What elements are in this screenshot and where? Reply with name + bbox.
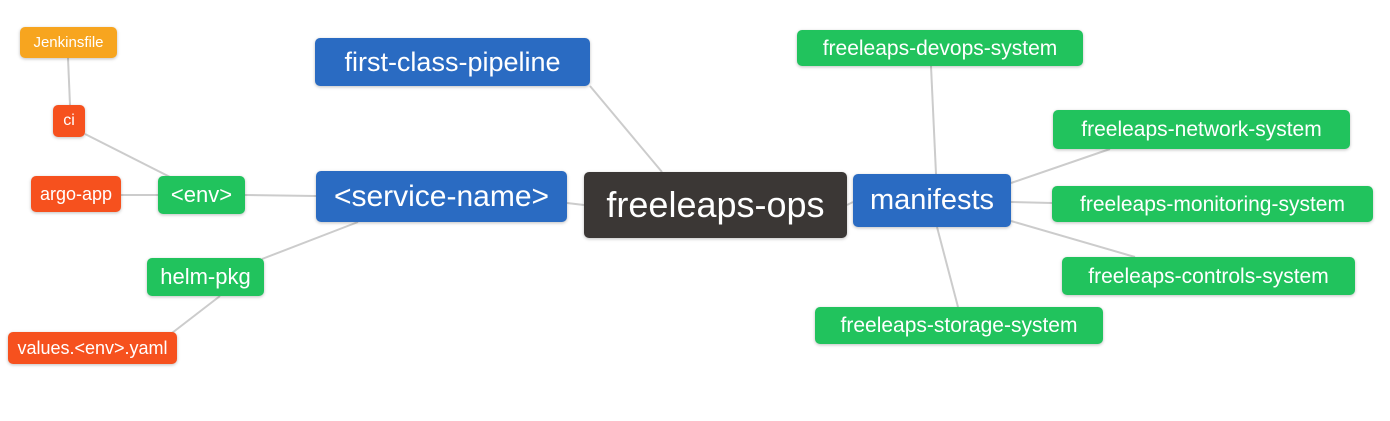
- node-freeleaps-network-system[interactable]: freeleaps-network-system: [1053, 110, 1350, 149]
- edge-manifests--freeleaps-controls-system: [1010, 220, 1136, 258]
- node-service-name[interactable]: <service-name>: [316, 171, 567, 222]
- node-helm-pkg[interactable]: helm-pkg: [147, 258, 264, 296]
- node-freeleaps-ops[interactable]: freeleaps-ops: [584, 172, 847, 238]
- edge-helm-pkg--service-name: [261, 221, 359, 260]
- edge-values-env-yaml--helm-pkg: [171, 295, 221, 334]
- node-freeleaps-storage-system[interactable]: freeleaps-storage-system: [815, 307, 1103, 344]
- node-first-class-pipeline[interactable]: first-class-pipeline: [315, 38, 590, 86]
- node-freeleaps-controls-system[interactable]: freeleaps-controls-system: [1062, 257, 1355, 295]
- node-freeleaps-devops-system[interactable]: freeleaps-devops-system: [797, 30, 1083, 66]
- edge-service-name--freeleaps-ops: [566, 202, 585, 206]
- node-values-env-yaml[interactable]: values.<env>.yaml: [8, 332, 177, 364]
- edge-manifests--freeleaps-monitoring-system: [1010, 201, 1053, 204]
- edge-first-class-pipeline--freeleaps-ops: [589, 85, 663, 173]
- node-argo-app[interactable]: argo-app: [31, 176, 121, 212]
- edge-manifests--freeleaps-network-system: [1010, 148, 1111, 184]
- node-freeleaps-monitoring-system[interactable]: freeleaps-monitoring-system: [1052, 186, 1373, 222]
- edge-ci--env: [84, 133, 171, 178]
- edge-manifests--freeleaps-devops-system: [930, 65, 937, 175]
- edge-jenkinsfile--ci: [67, 57, 71, 106]
- node-env[interactable]: <env>: [158, 176, 245, 214]
- edge-manifests--freeleaps-storage-system: [936, 226, 959, 308]
- edge-env--service-name: [244, 194, 317, 197]
- node-jenkinsfile[interactable]: Jenkinsfile: [20, 27, 117, 58]
- node-manifests[interactable]: manifests: [853, 174, 1011, 227]
- node-ci[interactable]: ci: [53, 105, 85, 137]
